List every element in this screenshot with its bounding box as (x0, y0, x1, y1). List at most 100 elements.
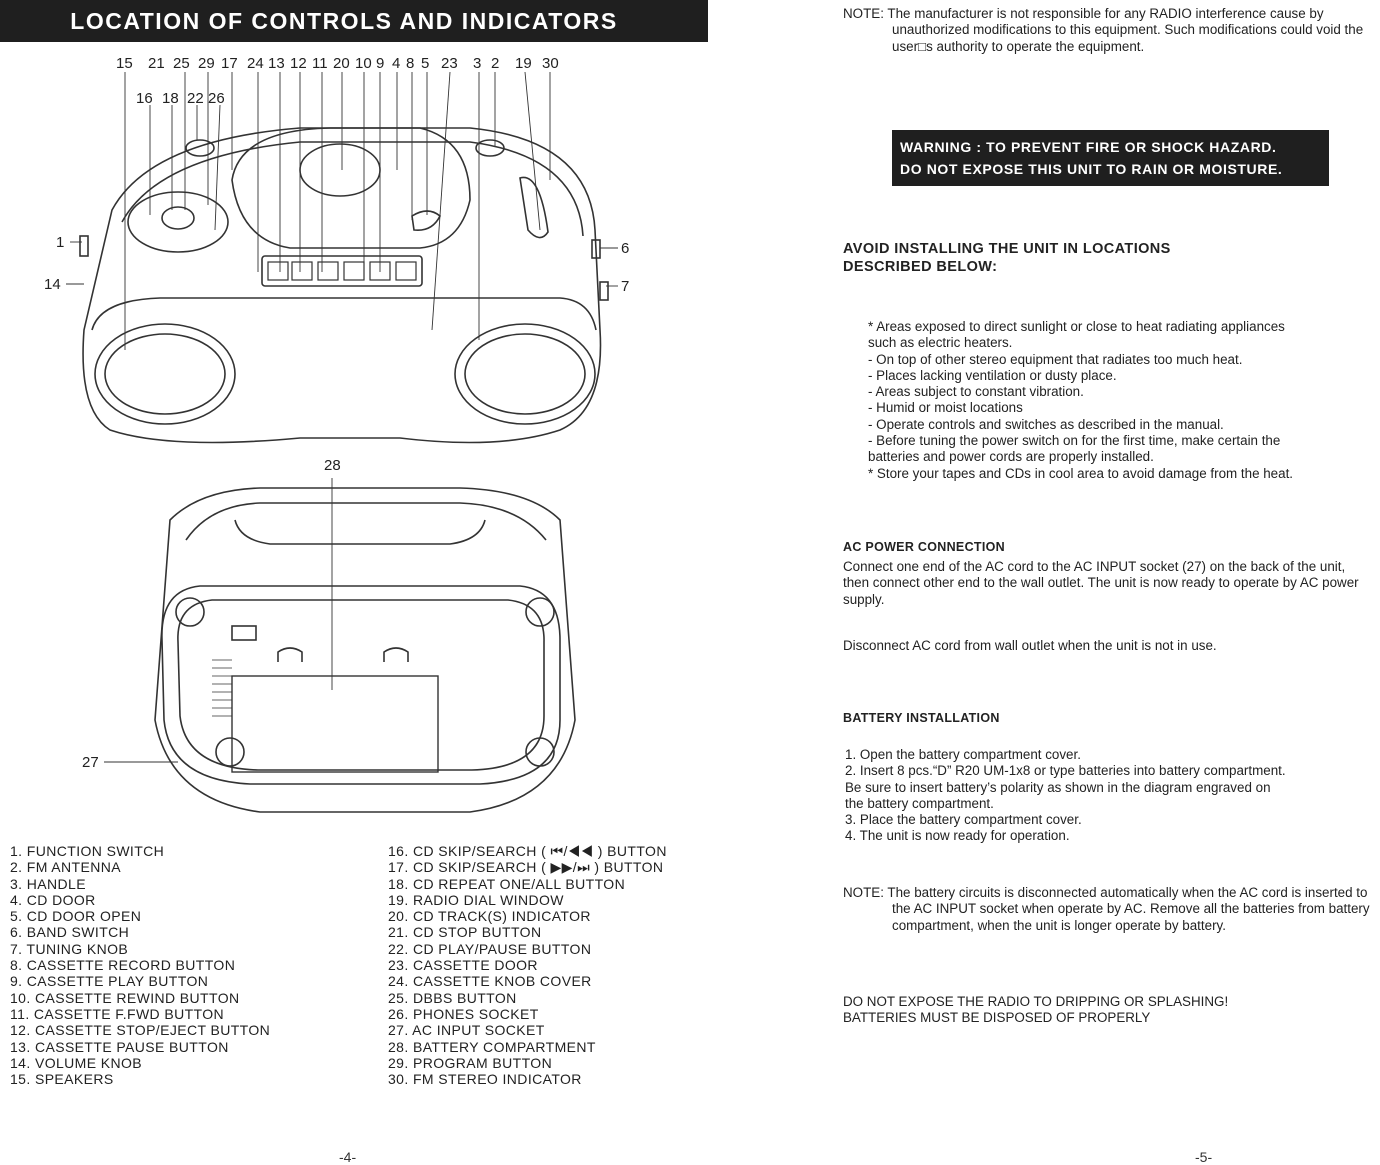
callout-number: 16 (136, 90, 153, 107)
callout-number: 18 (162, 90, 179, 107)
controls-list-item: 23. CASSETTE DOOR (388, 957, 538, 974)
battery-step: Be sure to insert battery’s polarity as … (845, 779, 1271, 795)
avoid-list: * Areas exposed to direct sunlight or cl… (868, 319, 1293, 482)
controls-list-item: 5. CD DOOR OPEN (10, 908, 142, 925)
controls-list-item: 30. FM STEREO INDICATOR (388, 1071, 582, 1088)
callout-number: 25 (173, 55, 190, 72)
final-warning: DO NOT EXPOSE THE RADIO TO DRIPPING OR S… (843, 994, 1228, 1027)
controls-list-item: 22. CD PLAY/PAUSE BUTTON (388, 940, 592, 957)
controls-list-item: 21. CD STOP BUTTON (388, 924, 542, 941)
controls-list-item: 11. CASSETTE F.FWD BUTTON (10, 1005, 225, 1022)
controls-list-item: 29. PROGRAM BUTTON (388, 1054, 553, 1071)
avoid-list-item: batteries and power cords are properly i… (868, 449, 1154, 465)
warning-line-2: DO NOT EXPOSE THIS UNIT TO RAIN OR MOIST… (900, 161, 1283, 177)
callout-number: 30 (542, 55, 559, 72)
avoid-list-item: - On top of other stereo equipment that … (868, 351, 1243, 367)
controls-list-item: 18. CD REPEAT ONE/ALL BUTTON (388, 875, 626, 892)
controls-list-item: 15. SPEAKERS (10, 1071, 114, 1088)
avoid-list-item: - Areas subject to constant vibration. (868, 384, 1084, 400)
callout-number: 8 (406, 55, 415, 72)
callout-number: 5 (421, 55, 430, 72)
avoid-list-item: * Areas exposed to direct sunlight or cl… (868, 319, 1285, 334)
page-number-right: -5- (1195, 1149, 1213, 1165)
controls-list-item: 1. FUNCTION SWITCH (10, 843, 165, 859)
controls-list-item: 4. CD DOOR (10, 891, 96, 908)
callout-number: 29 (198, 55, 215, 72)
callout-number: 3 (473, 55, 482, 72)
controls-list-item: 9. CASSETTE PLAY BUTTON (10, 973, 209, 990)
battery-step: 2. Insert 8 pcs.“D” R20 UM-1x8 or type b… (845, 763, 1286, 779)
callout-number: 19 (515, 55, 532, 72)
controls-list-item: 3. HANDLE (10, 875, 86, 892)
controls-list-item: 26. PHONES SOCKET (388, 1005, 539, 1022)
callout-number: 24 (247, 55, 264, 72)
ac-disconnect-text: Disconnect AC cord from wall outlet when… (843, 638, 1217, 653)
rear-leader-lines (104, 478, 333, 763)
callout-number: 20 (333, 55, 350, 72)
callout-number: 6 (621, 240, 630, 257)
battery-step: 4. The unit is now ready for operation. (845, 828, 1070, 844)
page-number-left: -4- (339, 1149, 357, 1165)
final-warning-line-1: DO NOT EXPOSE THE RADIO TO DRIPPING OR S… (843, 994, 1229, 1009)
battery-steps: 1. Open the battery compartment cover.2.… (845, 747, 1286, 845)
boombox-diagram (66, 71, 618, 813)
callout-number: 2 (491, 55, 500, 72)
final-warning-line-2: BATTERIES MUST BE DISPOSED OF PROPERLY (843, 1010, 1151, 1026)
battery-step: 1. Open the battery compartment cover. (845, 747, 1081, 762)
callout-number: 13 (268, 55, 285, 72)
callout-number: 23 (441, 55, 458, 72)
warning-line-1: WARNING : TO PREVENT FIRE OR SHOCK HAZAR… (900, 139, 1277, 155)
callout-number: 21 (148, 55, 165, 72)
avoid-list-item: - Humid or moist locations (868, 400, 1023, 416)
battery-step: the battery compartment. (845, 795, 994, 811)
callout-number: 7 (621, 278, 630, 295)
callout-number: 28 (324, 457, 341, 474)
controls-list-item: 8. CASSETTE RECORD BUTTON (10, 957, 236, 974)
callout-number: 11 (312, 55, 328, 72)
callout-number: 1 (56, 234, 65, 251)
controls-list-item: 25. DBBS BUTTON (388, 989, 517, 1006)
controls-list-item: 17. CD SKIP/SEARCH ( ▶▶/⏭ ) BUTTON (388, 859, 664, 876)
controls-list-item: 2. FM ANTENNA (10, 859, 121, 876)
avoid-list-item: - Before tuning the power switch on for … (868, 433, 1281, 449)
callout-number: 9 (376, 55, 385, 72)
controls-list-item: 28. BATTERY COMPARTMENT (388, 1038, 596, 1055)
callout-number: 10 (355, 55, 372, 72)
avoid-list-item: such as electric heaters. (868, 335, 1013, 351)
warning-box: WARNING : TO PREVENT FIRE OR SHOCK HAZAR… (892, 130, 1329, 186)
callout-number: 12 (290, 55, 307, 72)
avoid-heading-line-1: AVOID INSTALLING THE UNIT IN LOCATIONS (843, 241, 1171, 257)
controls-list-item: 12. CASSETTE STOP/EJECT BUTTON (10, 1022, 271, 1039)
battery-heading: BATTERY INSTALLATION (843, 711, 1000, 725)
avoid-list-item: * Store your tapes and CDs in cool area … (868, 465, 1294, 481)
avoid-list-item: - Operate controls and switches as descr… (868, 416, 1224, 432)
callout-number: 26 (208, 90, 225, 107)
page-title: LOCATION OF CONTROLS AND INDICATORS (0, 0, 708, 42)
controls-list-item: 10. CASSETTE REWIND BUTTON (10, 989, 240, 1006)
controls-list-item: 7. TUNING KNOB (10, 940, 129, 957)
note-battery-circuit: NOTE: The battery circuits is disconnect… (843, 885, 1370, 933)
rear-view-drawing (154, 487, 576, 813)
controls-list-item: 6. BAND SWITCH (10, 924, 130, 941)
controls-list-item: 24. CASSETTE KNOB COVER (388, 973, 592, 990)
avoid-list-item: - Places lacking ventilation or dusty pl… (868, 367, 1117, 383)
ac-power-heading: AC POWER CONNECTION (843, 540, 1005, 554)
front-view-drawing (79, 127, 609, 444)
controls-list-item: 19. RADIO DIAL WINDOW (388, 891, 564, 908)
controls-list-item: 16. CD SKIP/SEARCH ( ⏮/◀◀ ) BUTTON (388, 843, 667, 859)
note-radio-interference: NOTE: The manufacturer is not responsibl… (843, 6, 1364, 54)
callout-number: 27 (82, 754, 99, 771)
controls-list-item: 20. CD TRACK(S) INDICATOR (388, 908, 591, 925)
callout-number: 4 (392, 55, 401, 72)
controls-list-item: 14. VOLUME KNOB (10, 1054, 143, 1071)
battery-step: 3. Place the battery compartment cover. (845, 812, 1082, 828)
avoid-heading: AVOID INSTALLING THE UNIT IN LOCATIONS D… (843, 240, 1171, 276)
callout-number: 22 (187, 90, 204, 107)
controls-list-item: 13. CASSETTE PAUSE BUTTON (10, 1038, 229, 1055)
avoid-heading-line-2: DESCRIBED BELOW: (843, 259, 998, 275)
controls-list-item: 27. AC INPUT SOCKET (388, 1022, 545, 1039)
front-leader-lines (66, 71, 618, 350)
callout-number: 17 (221, 55, 238, 72)
